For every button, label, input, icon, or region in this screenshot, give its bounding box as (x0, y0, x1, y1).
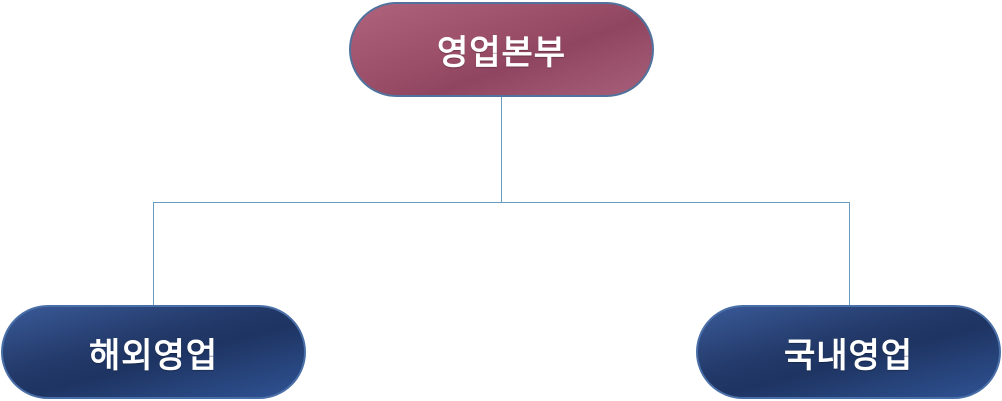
node-label: 해외영업 (88, 335, 219, 376)
node-domestic-sales[interactable]: 국내영업 (696, 305, 1001, 399)
node-label: 국내영업 (783, 335, 914, 376)
connector-right-vertical (849, 202, 850, 306)
connector-left-vertical (153, 202, 154, 306)
connector-horizontal-bar (153, 202, 850, 203)
connector-root-vertical (501, 97, 502, 203)
node-sales-headquarters[interactable]: 영업본부 (349, 2, 654, 97)
node-overseas-sales[interactable]: 해외영업 (1, 305, 306, 399)
node-label: 영업본부 (436, 33, 567, 73)
